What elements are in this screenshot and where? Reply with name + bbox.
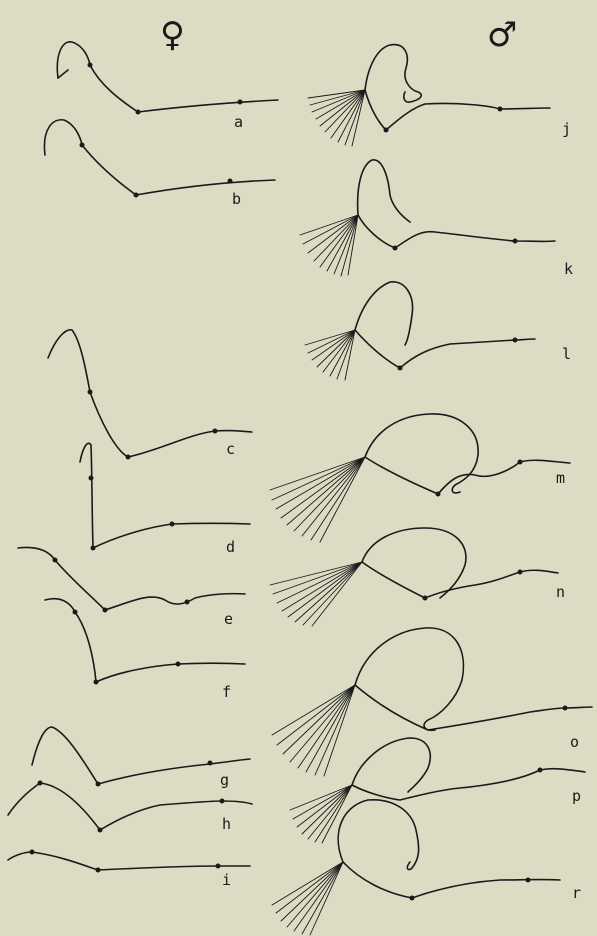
label-k: k <box>564 262 573 277</box>
female-symbol: ♀ <box>160 18 185 52</box>
label-j: j <box>562 122 571 137</box>
male-figure-j <box>308 45 550 146</box>
female-figure-h <box>8 781 252 833</box>
label-d: d <box>226 540 235 555</box>
male-figure-k <box>300 160 555 276</box>
label-m: m <box>556 471 565 486</box>
label-p: p <box>572 789 581 804</box>
label-h: h <box>222 817 231 832</box>
male-figure-o <box>272 628 592 776</box>
label-g: g <box>220 773 229 788</box>
label-c: c <box>226 442 235 457</box>
female-figure-e <box>18 548 245 613</box>
label-r: r <box>572 886 581 901</box>
female-figure-d <box>80 443 250 550</box>
label-l: l <box>562 347 571 362</box>
female-figure-c <box>48 330 252 460</box>
label-i: i <box>222 873 231 888</box>
male-symbol: ♂ <box>487 18 517 52</box>
label-e: e <box>224 612 233 627</box>
female-figure-g <box>32 727 250 787</box>
label-a: a <box>234 115 243 130</box>
label-b: b <box>232 192 241 207</box>
male-figure-p <box>290 738 585 843</box>
label-o: o <box>570 735 579 750</box>
female-figure-b <box>44 120 275 198</box>
label-n: n <box>556 585 565 600</box>
male-figure-n <box>270 528 558 626</box>
male-figure-r <box>272 800 560 935</box>
male-figure-m <box>270 414 570 542</box>
label-f: f <box>222 685 231 700</box>
female-figure-f <box>45 599 245 685</box>
male-figure-l <box>305 282 535 380</box>
female-figure-i <box>8 850 250 873</box>
